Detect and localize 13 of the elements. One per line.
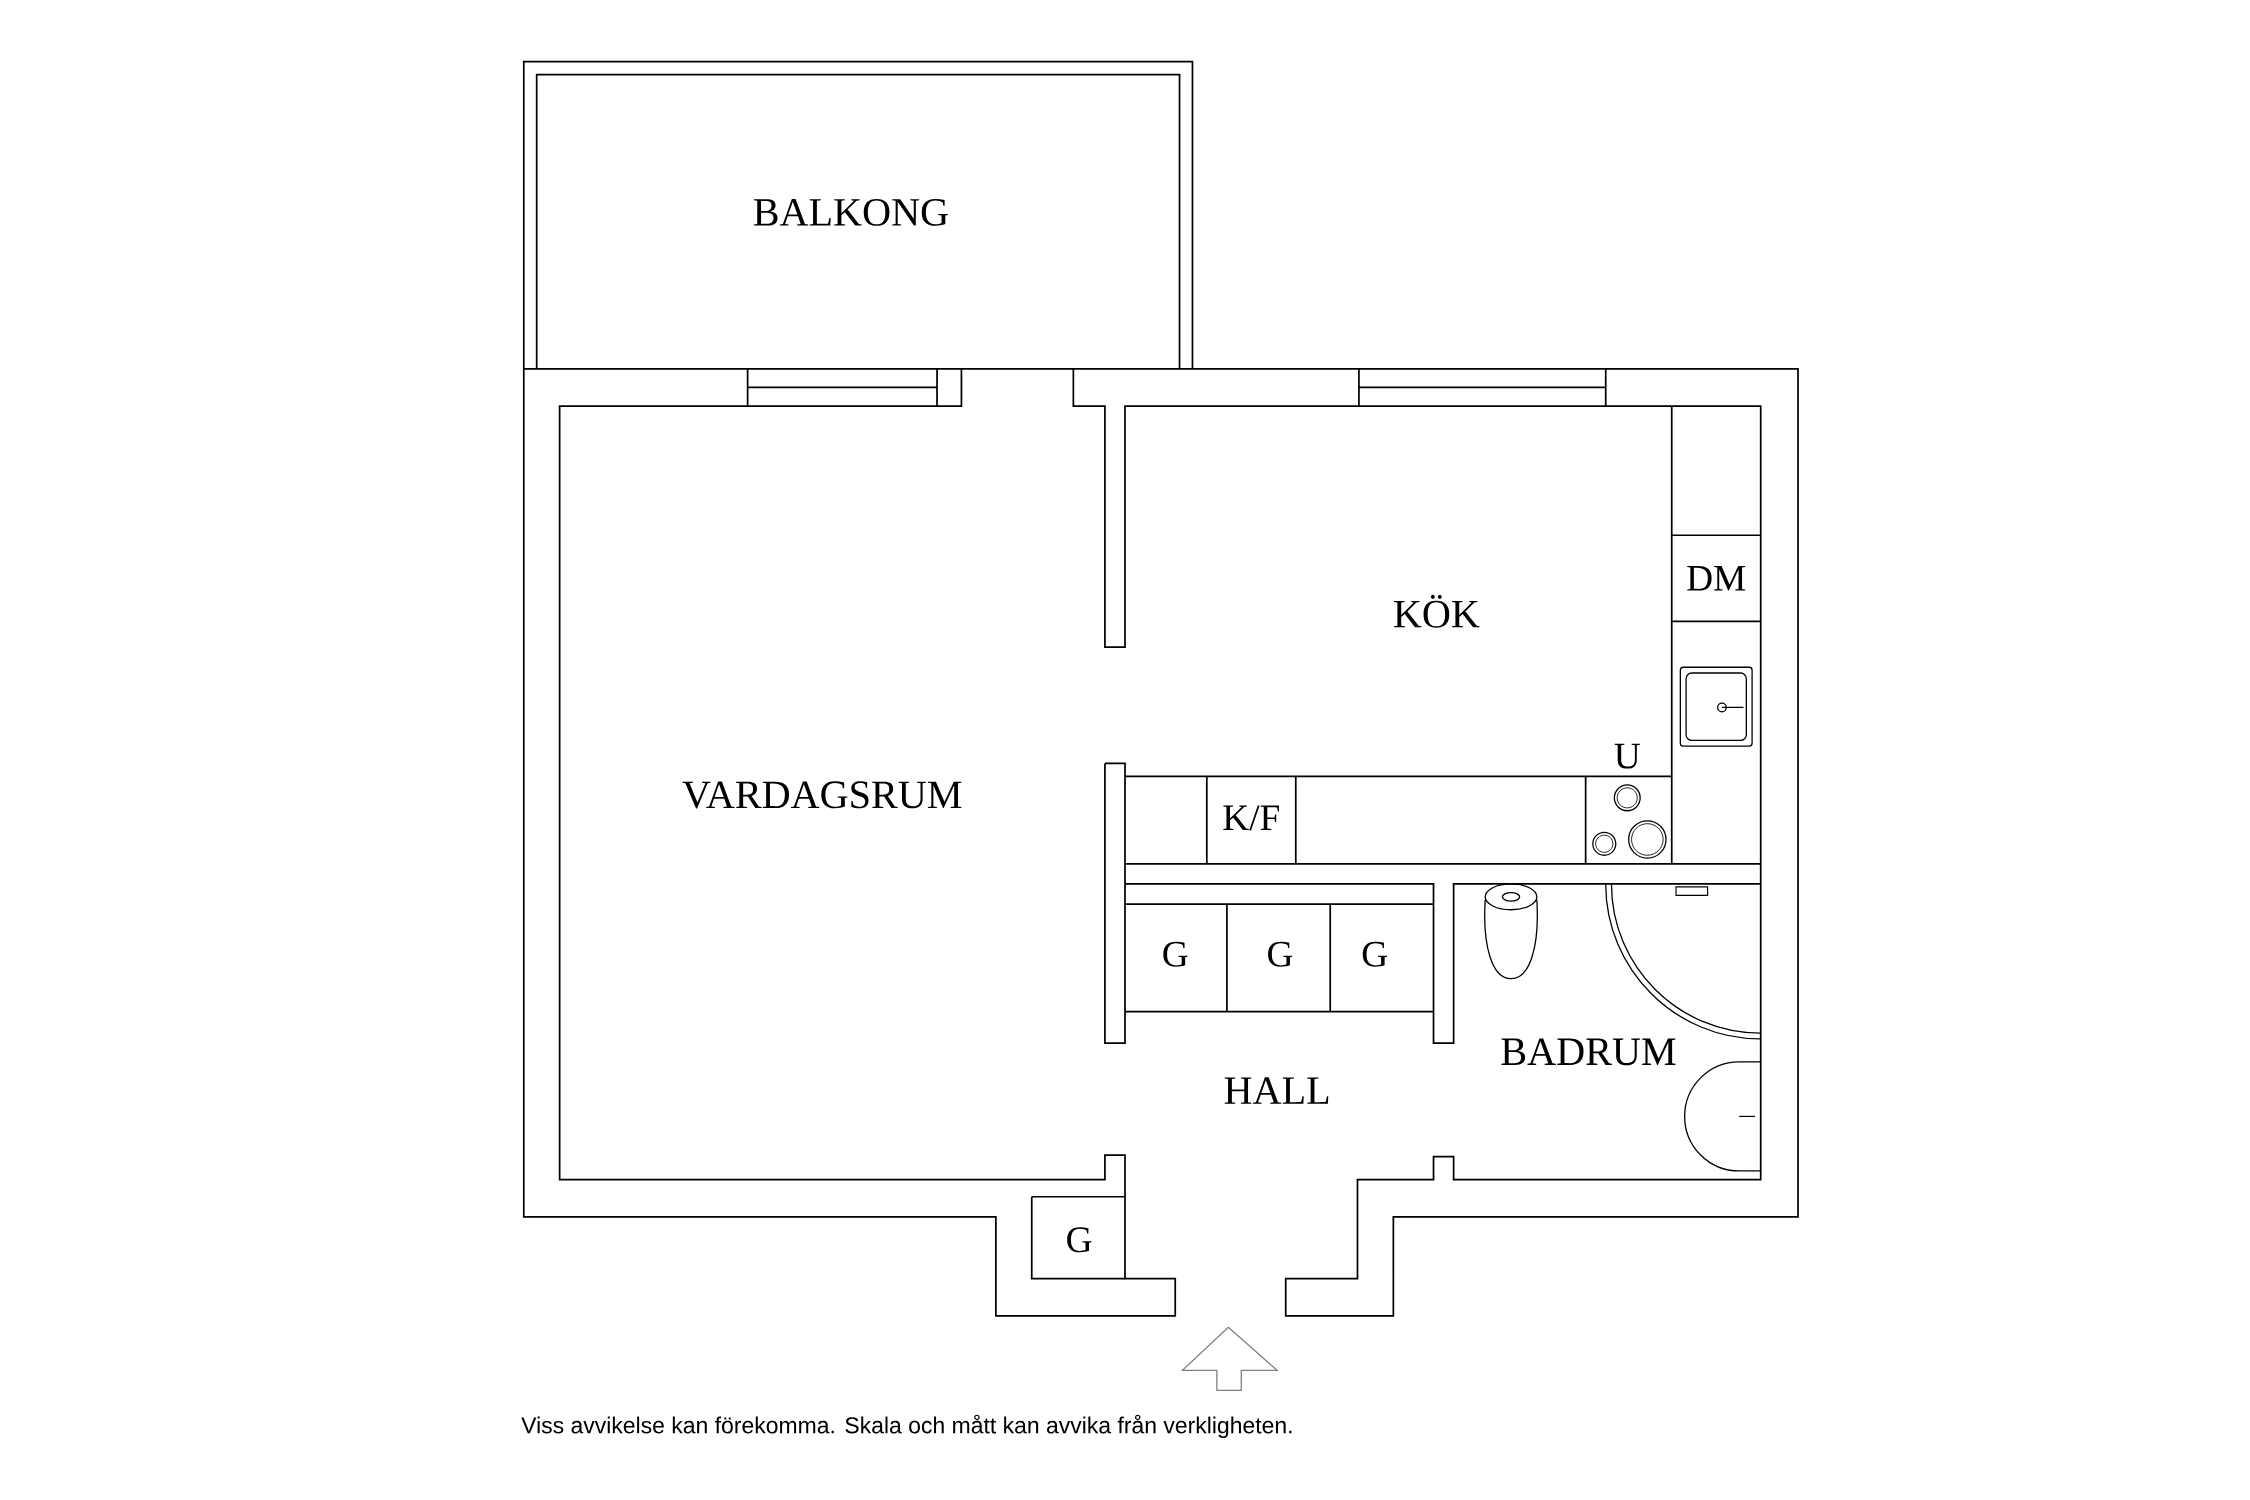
room-label: DM bbox=[1687, 566, 1746, 591]
room-label: U bbox=[1614, 744, 1640, 769]
room-label: K/F bbox=[1223, 805, 1279, 831]
room-label: G bbox=[1268, 941, 1293, 967]
room-label: HALL bbox=[1224, 1077, 1329, 1105]
room-label: VARDAGSRUM bbox=[682, 781, 962, 809]
room-label: G bbox=[1067, 1227, 1092, 1253]
room-label: G bbox=[1362, 941, 1387, 967]
room-label: G bbox=[1163, 941, 1188, 967]
caption: Viss avvikelse kan förekomma. Skala och mått kan avvika från verkligheten. bbox=[521, 1414, 1292, 1439]
room-label: BALKONG bbox=[753, 199, 948, 227]
room-label: KÖK bbox=[1394, 595, 1480, 628]
room-label: BADRUM bbox=[1501, 1038, 1676, 1066]
